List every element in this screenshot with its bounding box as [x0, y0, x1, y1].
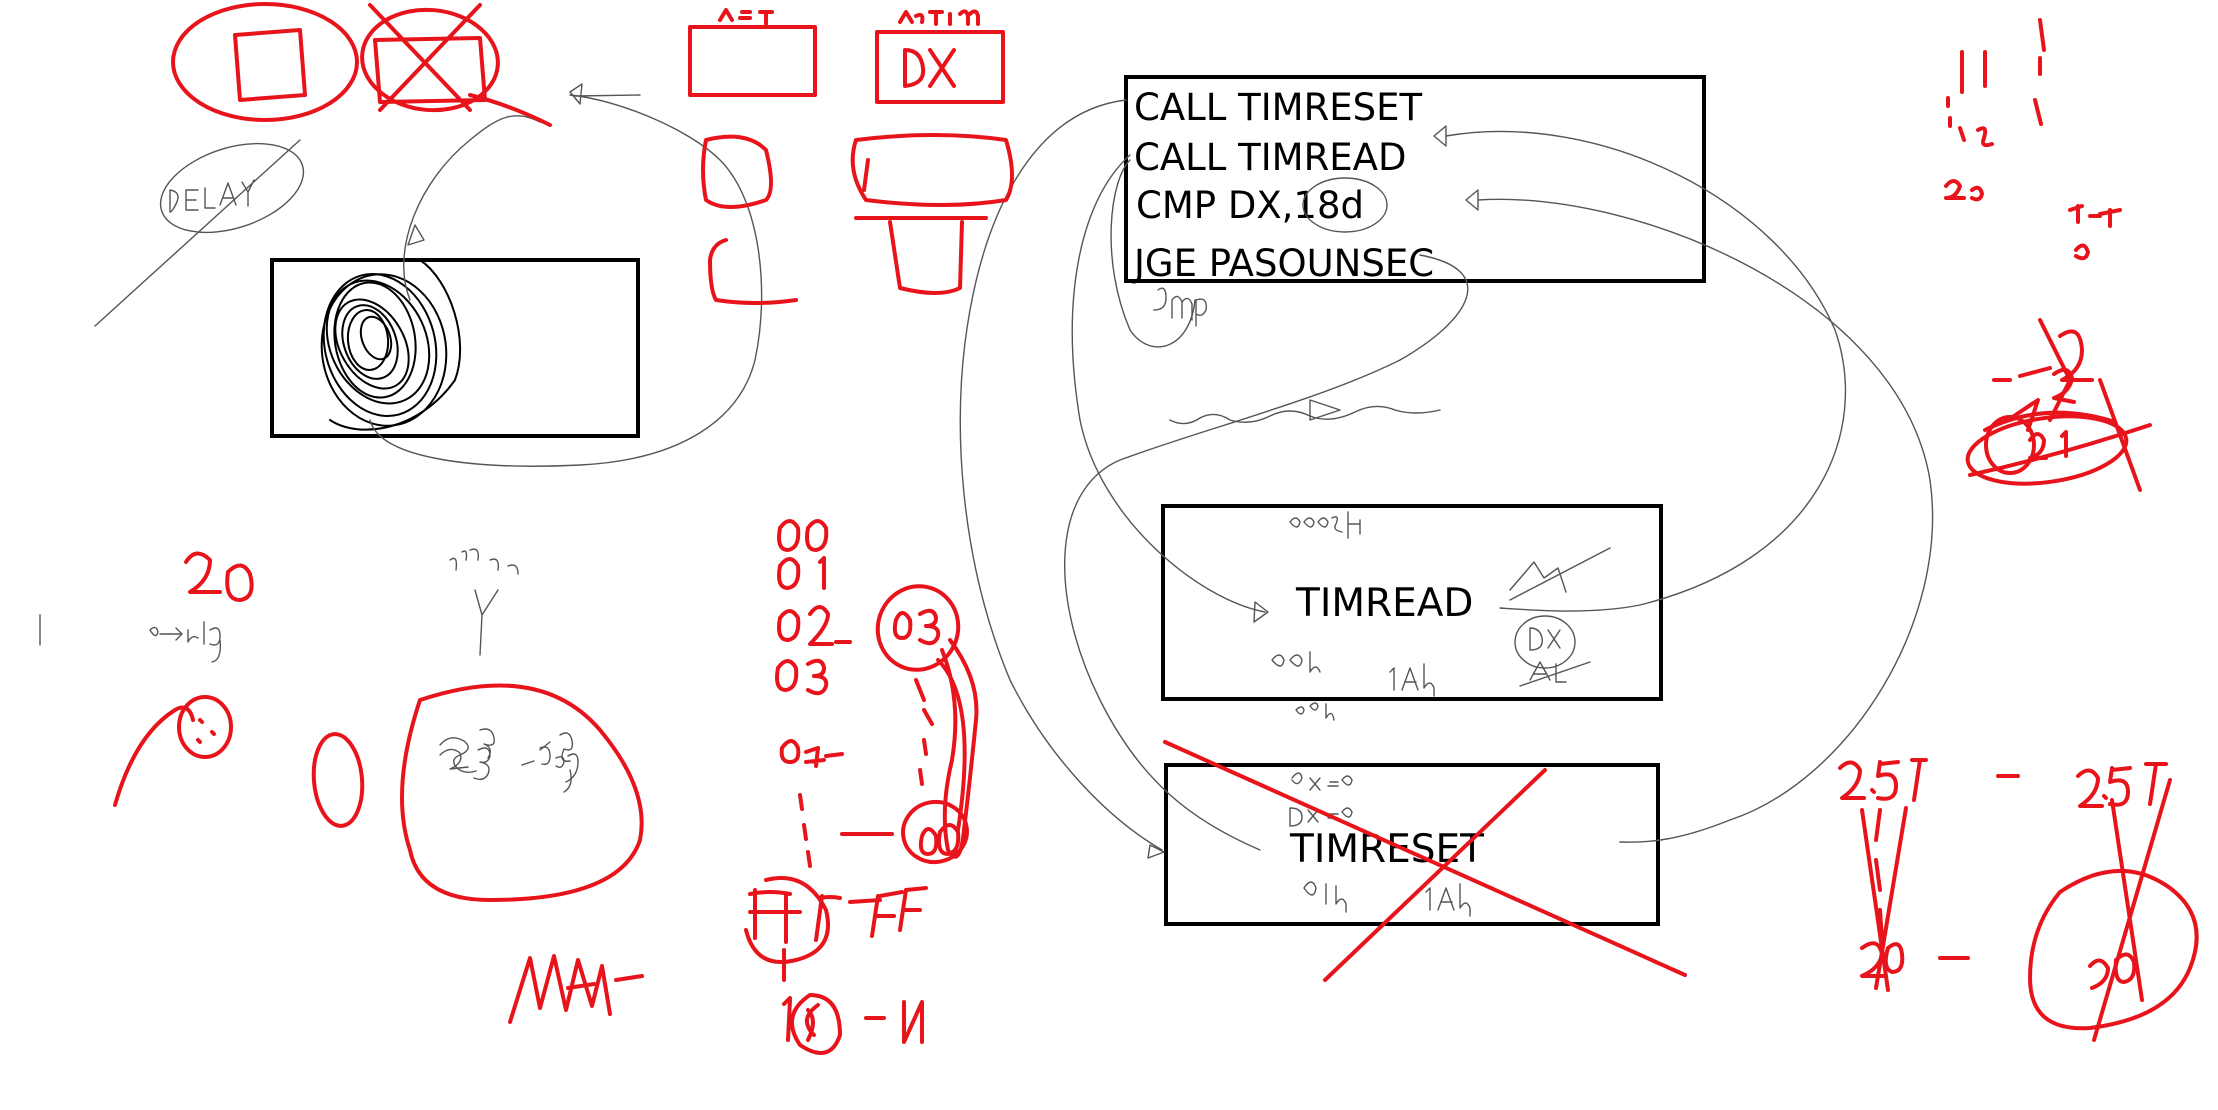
- red-circle-03: [875, 584, 961, 672]
- delay-box: [270, 258, 640, 438]
- red-cross-line-1: [1163, 740, 1687, 977]
- code-line-4: JGE PASOUNSEC: [1132, 242, 1434, 285]
- code-box-lines: CALL TIMRESET CALL TIMREAD CMP DX,18d JG…: [1132, 86, 1434, 285]
- dx-circle: [1302, 177, 1388, 233]
- code-line-3: CMP DX,18d: [1136, 184, 1364, 227]
- code-line-1: CALL TIMRESET: [1134, 86, 1423, 129]
- delay-oval: [159, 142, 305, 234]
- timread-label: TIMREAD: [1295, 581, 1473, 626]
- blob-notes: [439, 746, 579, 783]
- marker-layer: [113, 2, 2199, 1055]
- dx-box: [875, 30, 1005, 104]
- code-line-2: CALL TIMREAD: [1134, 136, 1406, 179]
- red-cross-line-2: [1323, 768, 1547, 982]
- red-circle-1: [171, 2, 359, 122]
- timreset-label: TIMRESET: [1289, 827, 1484, 872]
- red-blob: [400, 683, 644, 902]
- code-box: [1124, 75, 1706, 283]
- scribble-ball: [320, 259, 462, 431]
- vet-box: [688, 25, 817, 97]
- timreset-box: [1164, 763, 1660, 926]
- timread-box: [1161, 504, 1663, 701]
- pencil-layer: [39, 83, 1934, 917]
